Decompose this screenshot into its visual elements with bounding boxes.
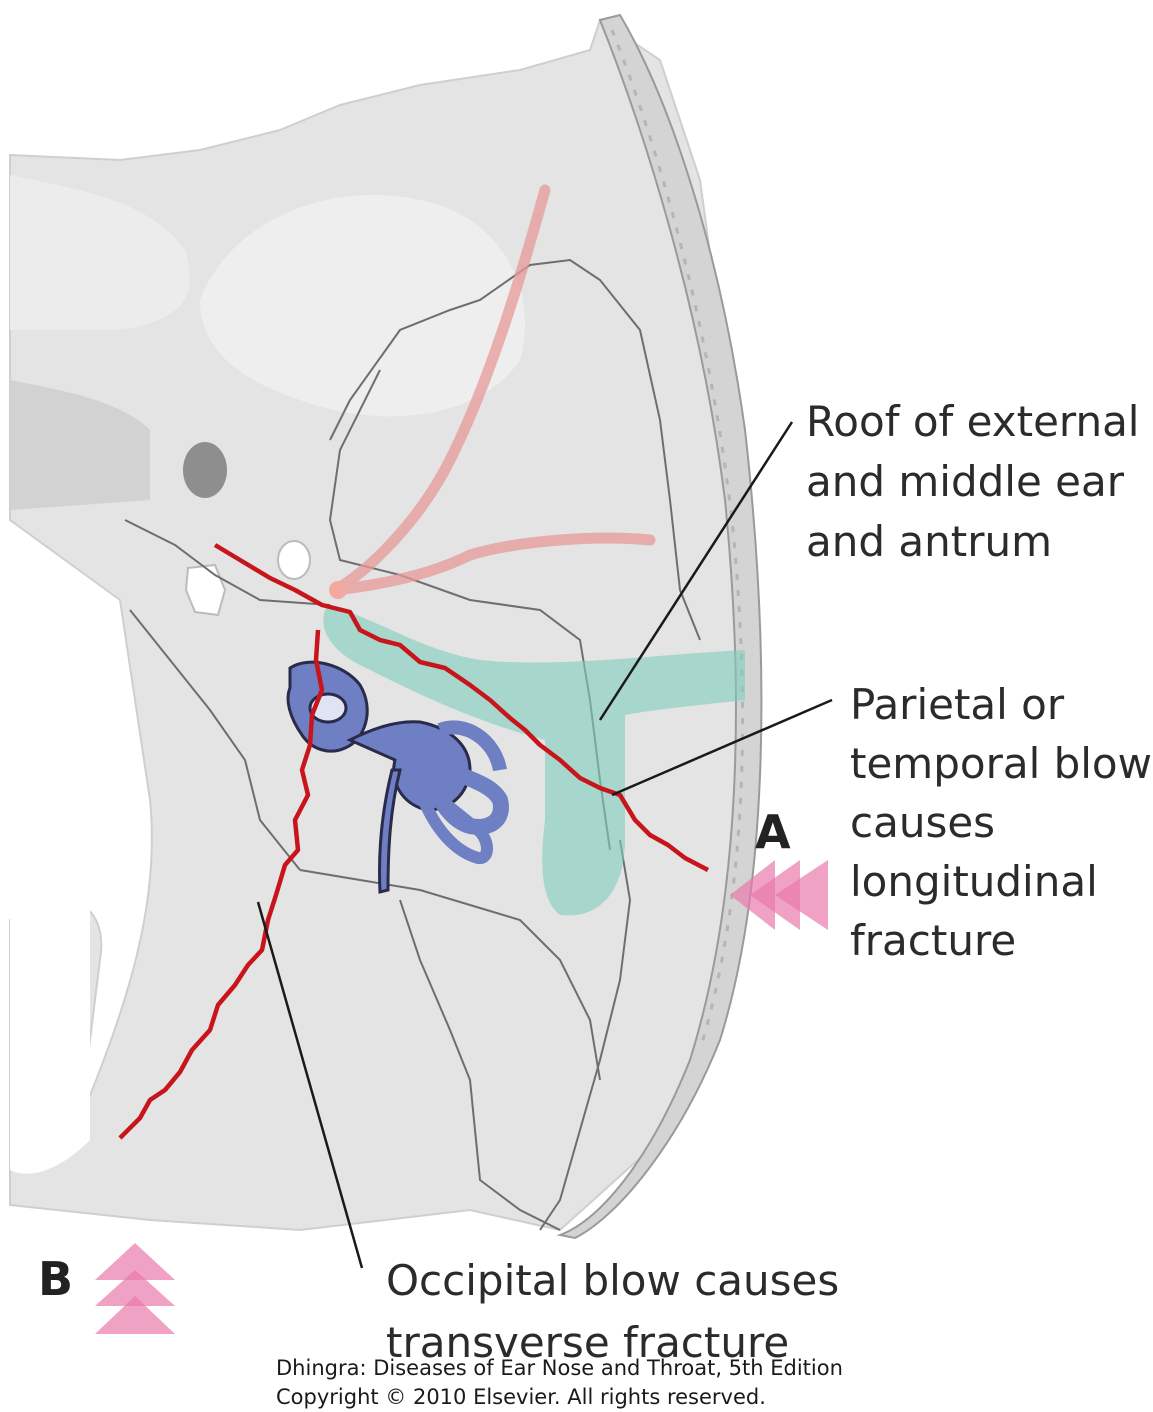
roof-label-line: and middle ear — [806, 452, 1139, 512]
marker-b: B — [38, 1252, 73, 1306]
roof-label-line: Roof of external — [806, 392, 1139, 452]
roof-label: Roof of external and middle ear and antr… — [806, 392, 1139, 572]
parietal-blow-label: Parietal or temporal blow causes longitu… — [850, 675, 1152, 970]
parietal-label-line: temporal blow — [850, 734, 1152, 793]
credit-line-copyright: Copyright © 2010 Elsevier. All rights re… — [276, 1383, 843, 1412]
roof-label-line: and antrum — [806, 512, 1139, 572]
arrow-b-icon — [95, 1243, 175, 1334]
marker-a: A — [755, 805, 791, 859]
copyright-credit: Dhingra: Diseases of Ear Nose and Throat… — [276, 1354, 843, 1412]
occipital-label-line: Occipital blow causes — [386, 1250, 839, 1312]
parietal-label-line: longitudinal — [850, 852, 1152, 911]
parietal-label-line: Parietal or — [850, 675, 1152, 734]
parietal-label-line: causes — [850, 793, 1152, 852]
vessel-origin — [329, 581, 347, 599]
parietal-label-line: fracture — [850, 911, 1152, 970]
credit-line-source: Dhingra: Diseases of Ear Nose and Throat… — [276, 1354, 843, 1383]
